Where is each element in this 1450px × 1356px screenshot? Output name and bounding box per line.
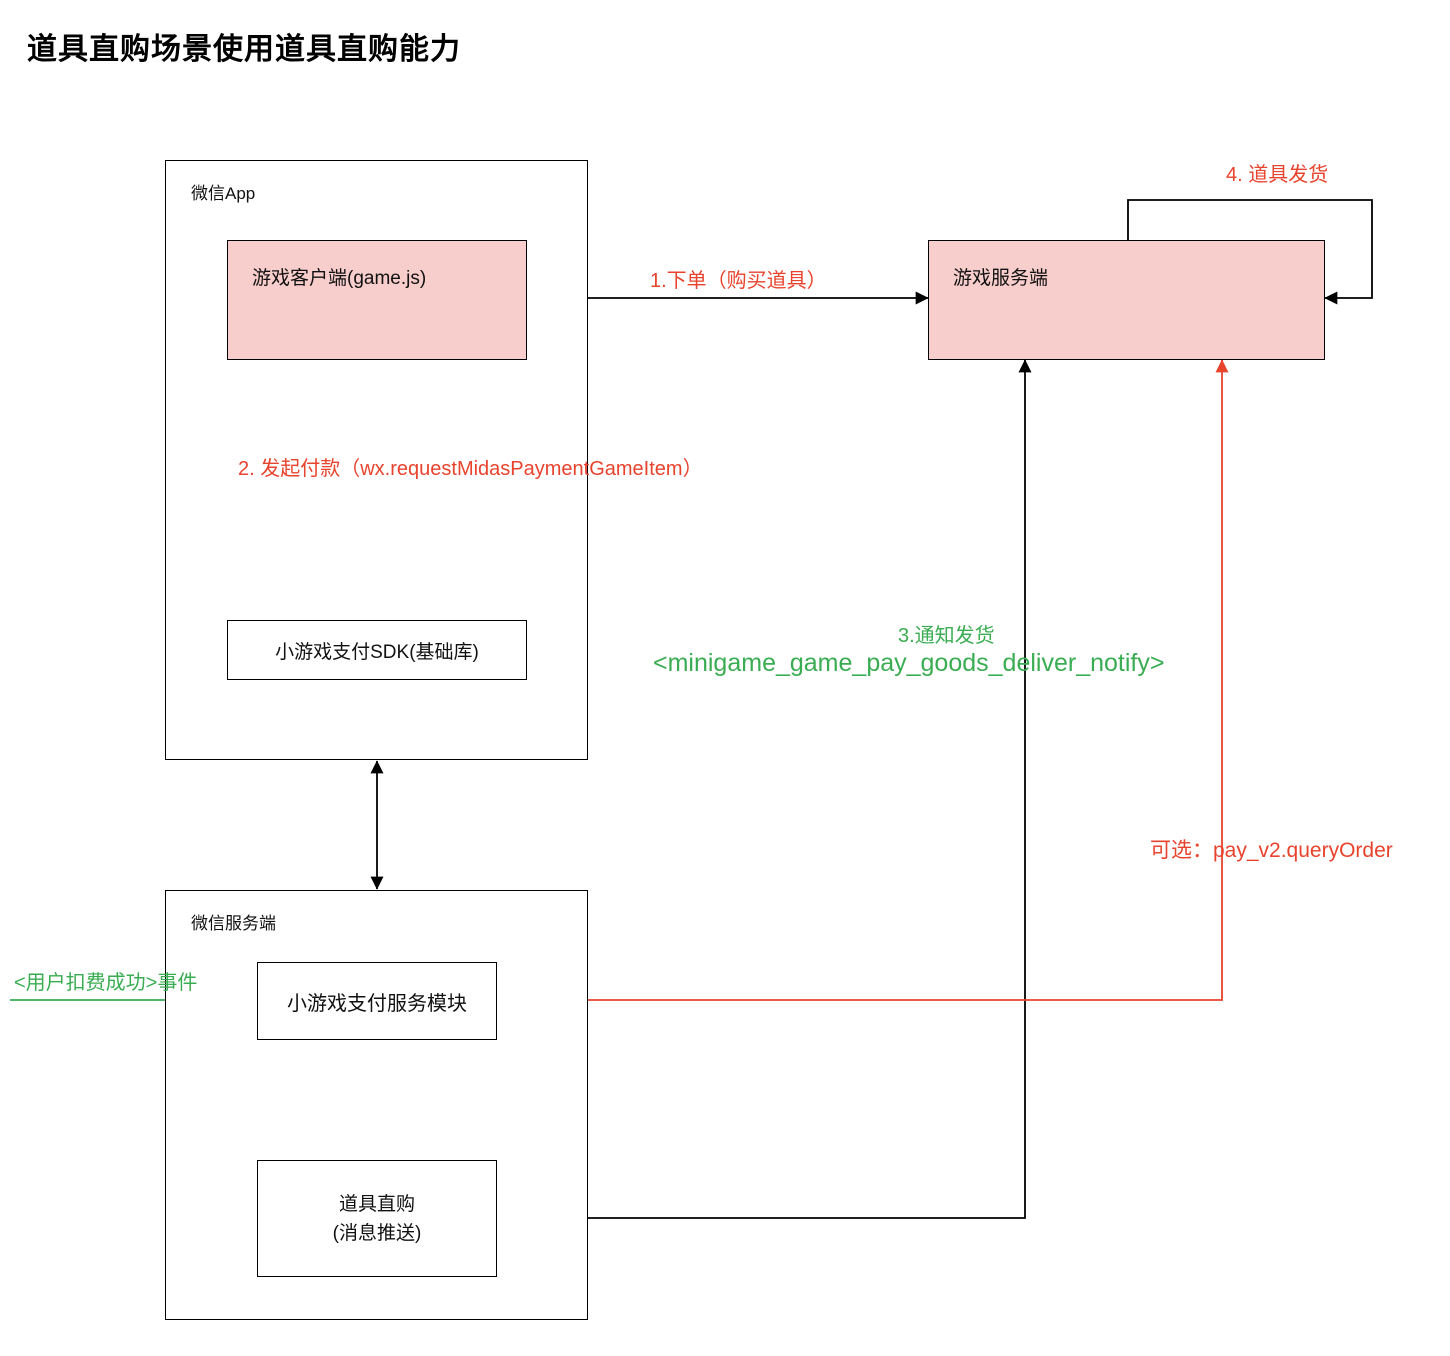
- node-pay-service-module: 小游戏支付服务模块: [257, 962, 497, 1040]
- edge-order-label: 1.下单（购买道具）: [650, 270, 827, 292]
- node-item-direct-purchase: 道具直购 (消息推送): [257, 1160, 497, 1277]
- node-item-direct-purchase-line1: 道具直购: [338, 1193, 415, 1215]
- edge-notify-delivery-label-line1: 3.通知发货: [898, 625, 995, 647]
- edge-request-payment-label: 2. 发起付款（wx.requestMidasPaymentGameItem）: [238, 458, 703, 480]
- node-pay-sdk-label: 小游戏支付SDK(基础库): [275, 641, 479, 663]
- node-pay-service-module-label: 小游戏支付服务模块: [287, 992, 467, 1015]
- node-pay-sdk: 小游戏支付SDK(基础库): [227, 620, 527, 680]
- node-game-client: 游戏客户端(game.js): [227, 240, 527, 360]
- edge-notify-delivery-label-line2: <minigame_game_pay_goods_deliver_notify>: [653, 649, 1165, 677]
- node-item-direct-purchase-line2: (消息推送): [332, 1222, 422, 1244]
- node-game-client-label: 游戏客户端(game.js): [252, 268, 427, 289]
- container-wechat-server-label: 微信服务端: [191, 914, 276, 933]
- page-title: 道具直购场景使用道具直购能力: [27, 33, 461, 66]
- edge-item-delivery-label: 4. 道具发货: [1226, 164, 1329, 186]
- container-wechat-app-label: 微信App: [191, 184, 256, 203]
- node-game-server: 游戏服务端: [928, 240, 1325, 360]
- node-game-server-label: 游戏服务端: [953, 268, 1049, 289]
- edge-deduct-event-label: <用户扣费成功>事件: [14, 972, 198, 994]
- edge-query-order-label: 可选：pay_v2.queryOrder: [1150, 839, 1393, 862]
